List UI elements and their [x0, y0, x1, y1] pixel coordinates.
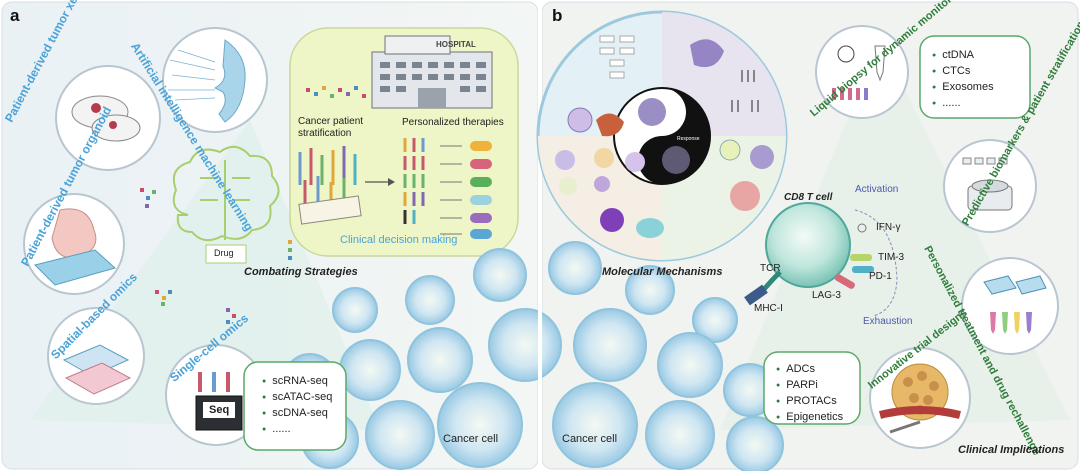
pd1-receptor — [852, 266, 874, 273]
trial-item: Epigenetics — [776, 410, 843, 426]
seq-label: Seq — [209, 404, 230, 416]
stratification-label: Cancer patient stratification — [298, 116, 364, 139]
trial-list: ADCs PARPi PROTACs Epigenetics — [776, 362, 843, 426]
cd8-label: CD8 T cell — [784, 192, 833, 203]
therapy-rows — [403, 138, 492, 239]
singlecell-circle — [165, 344, 267, 446]
combating-strategies-label: Combating Strategies — [244, 266, 358, 278]
trial-item: PARPi — [776, 378, 843, 394]
singlecell-item: scATAC-seq — [262, 390, 332, 406]
hospital-sign: HOSPITAL — [436, 40, 476, 49]
tim3-label: TIM-3 — [878, 252, 905, 263]
liquid-item: CTCs — [932, 64, 994, 80]
pdx-circle — [55, 65, 161, 171]
ifn-label: IFN-γ — [876, 222, 901, 233]
tim3-receptor — [850, 254, 872, 261]
personalized-therapies-label: Personalized therapies — [402, 117, 504, 128]
liquid-biopsy-circle — [815, 25, 909, 119]
trial-item: ADCs — [776, 362, 843, 378]
panel-b-label: b — [552, 6, 563, 25]
tcr-label: TCR — [760, 263, 781, 274]
trial-item: PROTACs — [776, 394, 843, 410]
activation-label: Activation — [855, 184, 899, 195]
liquid-item: Exosomes — [932, 80, 993, 96]
cd8-t-cell — [744, 202, 898, 317]
brain-drug-icon — [172, 145, 280, 242]
lag3-label: LAG-3 — [812, 290, 841, 301]
pd1-label: PD-1 — [869, 271, 892, 282]
liquid-list: ctDNA CTCs Exosomes ...... — [932, 48, 994, 112]
singlecell-list: scRNA-seq scATAC-seq scDNA-seq ...... — [262, 374, 332, 438]
pdo-circle — [23, 193, 125, 295]
singlecell-item: scRNA-seq — [262, 374, 332, 390]
hospital-building — [371, 35, 493, 109]
molecular-mechanisms-label: Molecular Mechanisms — [602, 266, 723, 278]
data-squares — [306, 86, 366, 98]
spatial-circle — [47, 307, 145, 405]
drug-box — [205, 244, 247, 264]
personalized-treatment-circle — [961, 257, 1059, 355]
singlecell-item: scDNA-seq — [262, 406, 332, 422]
mhc-label: MHC-I — [754, 303, 783, 314]
predictive-circle — [943, 139, 1037, 233]
response-label: Response — [677, 136, 700, 142]
cancer-cell-cluster — [283, 241, 784, 471]
mechanism-icons — [555, 35, 774, 238]
drug-label: Drug — [214, 248, 234, 258]
clinical-decision-label: Clinical decision making — [340, 234, 458, 246]
cancer-cell-label-b: Cancer cell — [562, 433, 618, 445]
clinical-implications-label: Clinical Implications — [958, 444, 1065, 456]
ai-circle — [162, 27, 268, 133]
cancer-cell-label-a: Cancer cell — [443, 433, 499, 445]
lag3-receptor — [834, 273, 855, 289]
singlecell-item: ...... — [262, 422, 332, 438]
resistance-label: Resistance — [624, 136, 649, 142]
data-squares-left — [140, 188, 292, 324]
molecular-mechanisms-circle — [536, 10, 788, 262]
exhaustion-label: Exhaustion — [863, 316, 913, 327]
liquid-item: ctDNA — [932, 48, 994, 64]
liquid-item: ...... — [932, 96, 994, 112]
innovative-trial-circle — [869, 347, 971, 449]
notebook-icon — [298, 195, 362, 225]
panel-a-label: a — [10, 6, 20, 25]
